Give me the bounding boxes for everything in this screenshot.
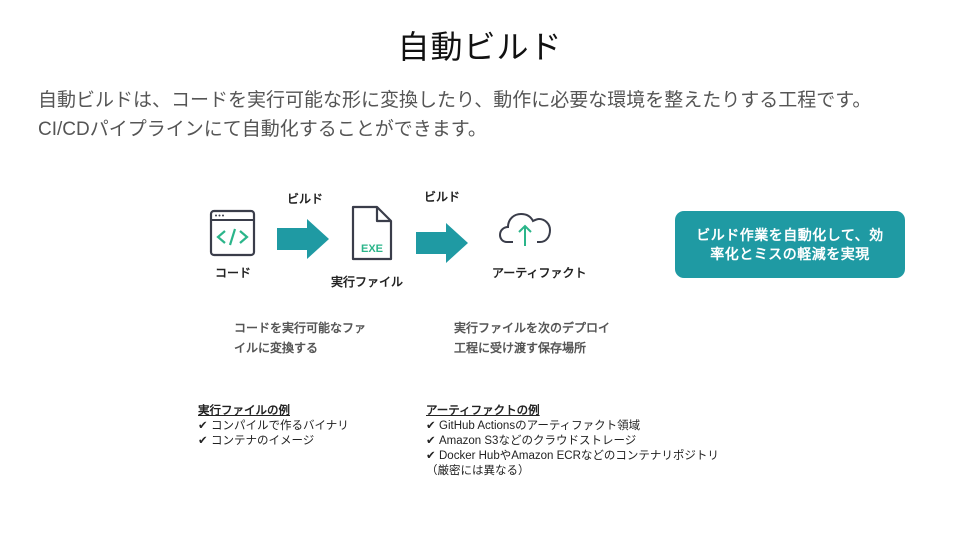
code-window-icon [208,208,258,260]
cloud-upload-icon [498,209,553,247]
list-item-text: Amazon S3などのクラウドストレージ [439,435,637,447]
list-item: ✔Amazon S3などのクラウドストレージ [426,434,719,449]
executable-examples: 実行ファイルの例 ✔コンパイルで作るバイナリ ✔コンテナのイメージ [198,404,349,449]
list-item-text: コンパイルで作るバイナリ [211,420,349,432]
check-icon: ✔ [426,420,436,432]
node-label-executable: 実行ファイル [331,275,404,289]
exe-file-icon: EXE [350,205,394,261]
node-label-code: コード [215,266,252,280]
artifact-footnote: （厳密には異なる） [426,465,530,477]
artifact-examples: アーティファクトの例 ✔GitHub Actionsのアーティファクト領域 ✔A… [426,404,719,479]
exe-label: EXE [361,243,383,255]
artifact-description-line: 実行ファイルを次のデプロイ [454,321,611,335]
callout-line-1: ビルド作業を自動化して、効 [696,226,884,243]
check-icon: ✔ [426,435,436,447]
callout-line-2: 率化とミスの軽減を実現 [710,245,870,262]
intro-line-1: 自動ビルドは、コードを実行可能な形に変換したり、動作に必要な環境を整えたりする工… [38,90,872,111]
intro-line-2: CI/CDパイプラインにて自動化することができます。 [38,119,487,140]
list-item-text: Docker HubやAmazon ECRなどのコンテナリポジトリ [439,450,719,462]
list-item: ✔GitHub Actionsのアーティファクト領域 [426,419,719,434]
build-description-line: コードを実行可能なファ [234,321,367,335]
right-arrow-icon [277,219,329,259]
right-arrow-icon [416,223,468,263]
node-label-artifact: アーティファクト [492,266,587,280]
build-description: コードを実行可能なファ イルに変換する [234,318,366,358]
arrow-label-build-1: ビルド [287,192,324,206]
check-icon: ✔ [198,420,208,432]
list-item: ✔コンパイルで作るバイナリ [198,419,349,434]
build-description-line: イルに変換する [234,341,319,355]
page-title: 自動ビルド [397,29,563,65]
list-item-text: GitHub Actionsのアーティファクト領域 [439,420,641,432]
arrow-label-build-2: ビルド [424,190,461,204]
benefit-callout: ビルド作業を自動化して、効 率化とミスの軽減を実現 [675,211,905,278]
check-icon: ✔ [198,435,208,447]
intro-text: 自動ビルドは、コードを実行可能な形に変換したり、動作に必要な環境を整えたりする工… [38,86,938,144]
executable-examples-heading: 実行ファイルの例 [198,405,290,417]
check-icon: ✔ [426,450,436,462]
artifact-examples-heading: アーティファクトの例 [426,405,540,417]
list-item-text: コンテナのイメージ [211,435,315,447]
artifact-description-line: 工程に受け渡す保存場所 [454,341,587,355]
list-item: ✔コンテナのイメージ [198,434,349,449]
artifact-description: 実行ファイルを次のデプロイ 工程に受け渡す保存場所 [454,318,610,358]
list-item: ✔Docker HubやAmazon ECRなどのコンテナリポジトリ [426,449,719,464]
